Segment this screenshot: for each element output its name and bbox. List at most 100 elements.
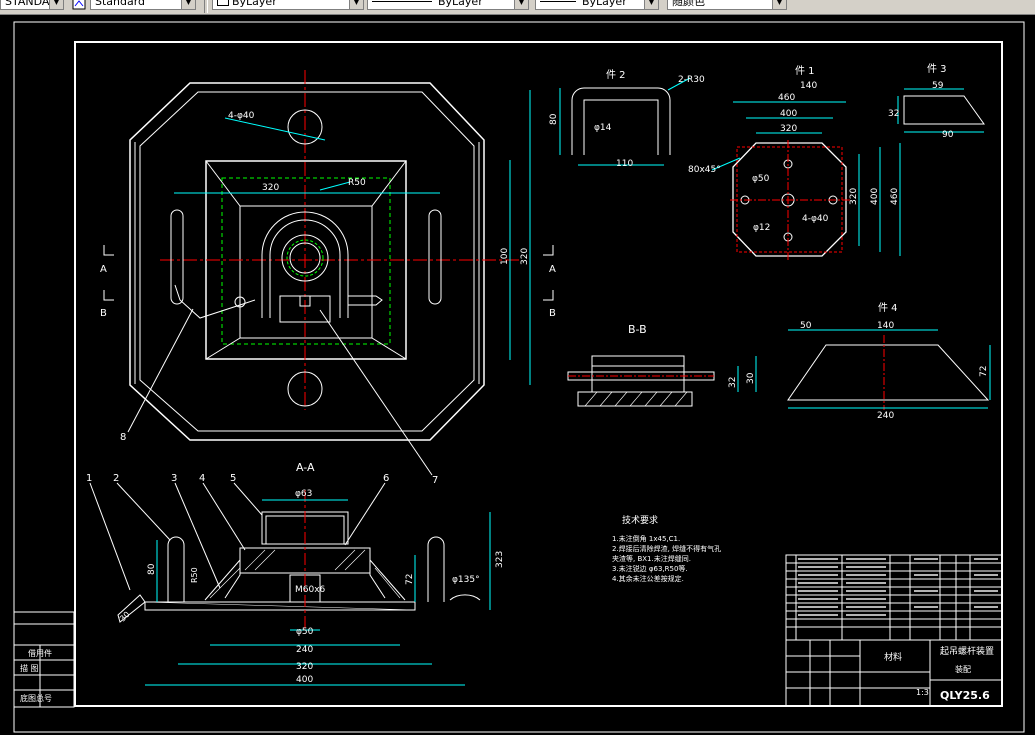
drawing-border — [74, 41, 1003, 707]
dimension-style-icon — [72, 0, 86, 10]
part3-title: 件 3 — [927, 63, 947, 75]
chevron-down-icon[interactable]: ▼ — [181, 0, 195, 9]
part1-plate-view — [711, 101, 901, 260]
drawing-canvas[interactable]: 借用件 描 图 底图总号 — [0, 14, 1035, 735]
part1-dim-460: 460 — [778, 93, 795, 103]
section-b-right: B — [549, 308, 556, 319]
part1-vdim-320: 320 — [849, 188, 859, 205]
title-name: 起吊螺杆装置 — [940, 645, 994, 657]
chevron-down-icon[interactable]: ▼ — [349, 0, 363, 9]
section-b-left: B — [100, 308, 107, 319]
dim-style-dropdown[interactable]: Standard ▼ — [90, 0, 196, 10]
part3-dim-90: 90 — [942, 130, 954, 140]
aa-dim-72: 72 — [405, 574, 415, 585]
part2-radius: 2-R30 — [678, 75, 705, 85]
aa-dim-323: 323 — [495, 551, 505, 568]
parts-list-rows — [798, 558, 998, 616]
left-block-row2: 描 图 — [20, 663, 39, 673]
bb-dim-32: 32 — [728, 377, 738, 388]
aa-dim-240: 240 — [296, 645, 313, 655]
part3-view — [897, 88, 985, 133]
linetype-value: ByLayer — [438, 0, 483, 8]
part1-dim-400: 400 — [780, 109, 797, 119]
section-a-right: A — [549, 264, 556, 275]
color-value: 随颜色 — [672, 0, 705, 8]
notes-line-2: 2.焊接后清除焊渣, 焊缝不得有气孔 — [612, 544, 721, 553]
left-block-row1: 借用件 — [28, 648, 52, 658]
notes-title: 技术要求 — [622, 514, 658, 526]
notes-line-3: 夹渣等, BX1.未注焊缝同. — [612, 554, 691, 563]
part1-d50: φ50 — [752, 174, 770, 184]
balloon-2: 2 — [113, 473, 119, 484]
linetype-dropdown[interactable]: ByLayer ▼ — [367, 0, 529, 10]
part4-dim-240: 240 — [877, 411, 894, 421]
part1-d12: φ12 — [753, 223, 770, 233]
section-bb-title: B-B — [628, 323, 647, 336]
chevron-down-icon[interactable]: ▼ — [644, 0, 658, 9]
section-markers — [103, 245, 554, 301]
plan-dim-100: 100 — [500, 248, 510, 265]
part2-width: 110 — [616, 159, 633, 169]
lineweight-sample — [540, 1, 576, 2]
section-bb-view — [567, 355, 757, 407]
properties-toolbar: STANDARD▼ Standard▼ ByLayer▼ ByLayer▼ By… — [0, 0, 1035, 15]
plan-view — [127, 70, 531, 476]
color-dropdown[interactable]: 随颜色 ▼ — [667, 0, 787, 10]
part1-chamfer: 80x45° — [688, 165, 721, 175]
part4-dim-72: 72 — [979, 366, 989, 377]
layer-value: ByLayer — [232, 0, 277, 8]
plan-dim-320: 320 — [262, 183, 279, 193]
aa-dim-320: 320 — [296, 662, 313, 672]
part4-title: 件 4 — [878, 302, 898, 314]
aa-angle: φ135° — [452, 575, 480, 585]
sheet-outer-frame — [13, 21, 1025, 733]
chevron-down-icon[interactable]: ▼ — [514, 0, 528, 9]
chevron-down-icon[interactable]: ▼ — [49, 0, 63, 9]
layer-dropdown[interactable]: ByLayer ▼ — [212, 0, 364, 10]
aa-dim-80: 80 — [147, 563, 157, 575]
notes-line-1: 1.未注倒角 1x45,C1. — [612, 534, 680, 543]
part4-dim-50: 50 — [800, 321, 812, 331]
part2-handle-view — [559, 77, 691, 166]
part2-title: 件 2 — [606, 69, 626, 81]
part3-dim-59: 59 — [932, 81, 944, 91]
plan-dim-320v: 320 — [520, 248, 530, 265]
aa-thread: M60x6 — [295, 585, 326, 595]
part4-view — [787, 329, 991, 410]
section-aa-title: A-A — [296, 461, 315, 474]
left-block-row3: 底图总号 — [20, 693, 52, 703]
text-style-dropdown[interactable]: STANDARD▼ — [0, 0, 64, 10]
part1-dim-140: 140 — [800, 81, 817, 91]
parts-list-table — [785, 554, 1003, 707]
title-scale: 1:3 — [916, 688, 929, 697]
section-aa-view — [89, 482, 491, 686]
aa-dim-d63: φ63 — [295, 489, 312, 499]
balloon-8: 8 — [120, 432, 126, 443]
lineweight-dropdown[interactable]: ByLayer ▼ — [535, 0, 659, 10]
balloon-5: 5 — [230, 473, 236, 484]
notes-line-4: 3.未注锐边 φ63,R50等. — [612, 564, 688, 573]
dim-style-value: Standard — [95, 0, 146, 8]
aa-dim-400: 400 — [296, 675, 313, 685]
left-side-block — [13, 611, 75, 708]
part1-holes: 4-φ40 — [802, 214, 829, 224]
notes-line-5: 4.其余未注公差按规定. — [612, 574, 684, 583]
chevron-down-icon[interactable]: ▼ — [772, 0, 786, 9]
balloon-1: 1 — [86, 473, 92, 484]
part1-dim-320: 320 — [780, 124, 797, 134]
text-style-value: STANDARD — [5, 0, 64, 8]
lineweight-value: ByLayer — [582, 0, 627, 8]
title-drawing-number: QLY25.6 — [940, 689, 990, 702]
balloon-4: 4 — [199, 473, 205, 484]
balloon-6: 6 — [383, 473, 389, 484]
part2-diameter: φ14 — [594, 123, 612, 133]
aa-radius: R50 — [190, 567, 199, 583]
section-a-left: A — [100, 264, 107, 275]
bb-dim-30: 30 — [746, 372, 756, 384]
part1-title: 件 1 — [795, 65, 815, 77]
title-sub: 装配 — [955, 664, 971, 674]
balloon-7: 7 — [432, 475, 438, 486]
title-material: 材料 — [884, 651, 902, 663]
linetype-sample — [372, 1, 432, 2]
layer-color-swatch — [217, 0, 229, 6]
